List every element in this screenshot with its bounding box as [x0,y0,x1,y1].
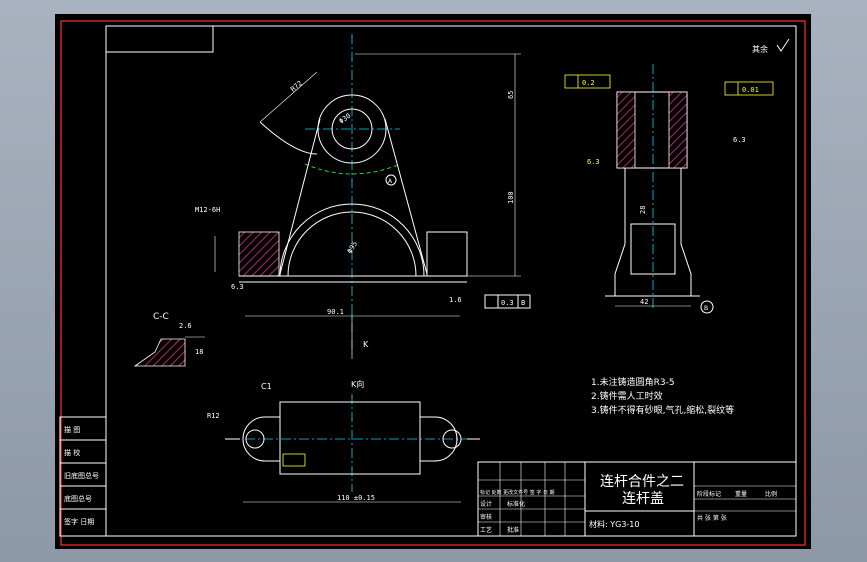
section-cc-label: C-C [153,312,169,322]
k-view-label: K向 [351,379,364,389]
title-design: 设计 [480,500,492,508]
ra-side-left: 6.3 [587,158,600,166]
k-view: K向 C1 R12 110 ±0.15 [207,379,480,503]
title-check: 审核 [480,513,492,521]
left-table-row: 底图总号 [64,494,92,503]
dim-r72: R72 [289,79,304,93]
rest-roughness-mark: 其余 [752,44,768,54]
cad-drawing-viewport[interactable]: 描 图 描 校 旧底图总号 底图总号 签字 日期 其余 R72 Φ30 Φ95 [55,14,811,549]
side-view: 42 28 0.01 0.2 6.3 6.3 B [564,64,774,314]
title-weight: 重量 [735,490,747,498]
arrow-k-label: K [363,340,369,349]
title-stage: 阶段标记 [697,490,721,498]
dim-h65: 65 [507,91,515,99]
left-table-row: 旧底图总号 [64,471,99,480]
ra-main-left: 6.3 [231,283,244,291]
outer-border [60,20,806,546]
dim-k-total: 110 ±0.15 [337,494,375,502]
dim-d95: Φ95 [346,240,359,255]
left-table-row: 描 校 [64,448,80,457]
material-label: 材料: YG3-10 [589,519,639,529]
title-process: 工艺 [480,526,492,534]
title-approve: 批准 [507,526,519,534]
marker-a [385,174,397,186]
left-table-row: 描 图 [64,425,80,434]
dim-width-bottom: 90.1 [327,308,344,316]
part-name-line2: 连杆盖 [622,491,664,507]
svg-text:0.01: 0.01 [742,86,759,94]
section-cc-view: C-C 2.6 18 [133,312,205,367]
note-line: 2.铸件需人工时效 [591,390,663,402]
dim-m12: M12-6H [195,206,220,214]
svg-text:B: B [704,305,708,312]
dim-w26: 2.6 [179,322,192,330]
marker-b [700,300,714,314]
svg-text:0.2: 0.2 [582,79,595,87]
dim-h28: 28 [639,206,647,214]
ra-side-right: 6.3 [733,136,746,144]
dim-h18: 18 [195,348,203,356]
left-side-table: 描 图 描 校 旧底图总号 底图总号 签字 日期 [59,416,107,537]
svg-text:0.3: 0.3 [501,299,514,307]
code-box [105,25,214,53]
ra-main-bottom: 1.6 [449,296,462,304]
drawing-canvas: 描 图 描 校 旧底图总号 底图总号 签字 日期 其余 R72 Φ30 Φ95 [59,20,806,546]
title-scale: 比例 [765,490,777,498]
title-table-head: 标记 处数 更改文件号 签 字 日 期 [480,489,555,496]
title-std: 标准化 [507,500,525,508]
svg-text:A: A [388,178,393,185]
svg-text:B: B [521,299,525,307]
note-line: 1.未注铸造圆角R3-5 [591,376,675,388]
title-block: 标记 处数 更改文件号 签 字 日 期 设计 审核 工艺 标准化 批准 连杆合件… [477,461,797,537]
tolerance-frame-flatness: 0.2 [564,74,611,89]
left-table-row: 签字 日期 [64,517,94,526]
note-line: 3.铸件不得有砂眼,气孔,缩松,裂纹等 [591,404,734,416]
dim-hole: Φ30 [338,112,353,126]
title-sheet: 共 张 第 张 [697,514,727,522]
tolerance-frame-parallel: 0.3 B [484,294,531,309]
technical-notes: 1.未注铸造圆角R3-5 2.铸件需人工时效 3.铸件不得有砂眼,气孔,缩松,裂… [591,376,734,416]
main-front-view: R72 Φ30 Φ95 65 100 90.1 6.3 1.6 A K 0.3 … [195,34,531,359]
inner-border [105,25,797,537]
part-name-line1: 连杆合件之二 [600,474,684,490]
dim-h100: 100 [507,191,515,204]
tolerance-frame-perp: 0.01 [724,81,774,96]
dim-w42: 42 [640,298,648,306]
dim-r12: R12 [207,412,220,420]
dim-c1: C1 [261,382,272,391]
